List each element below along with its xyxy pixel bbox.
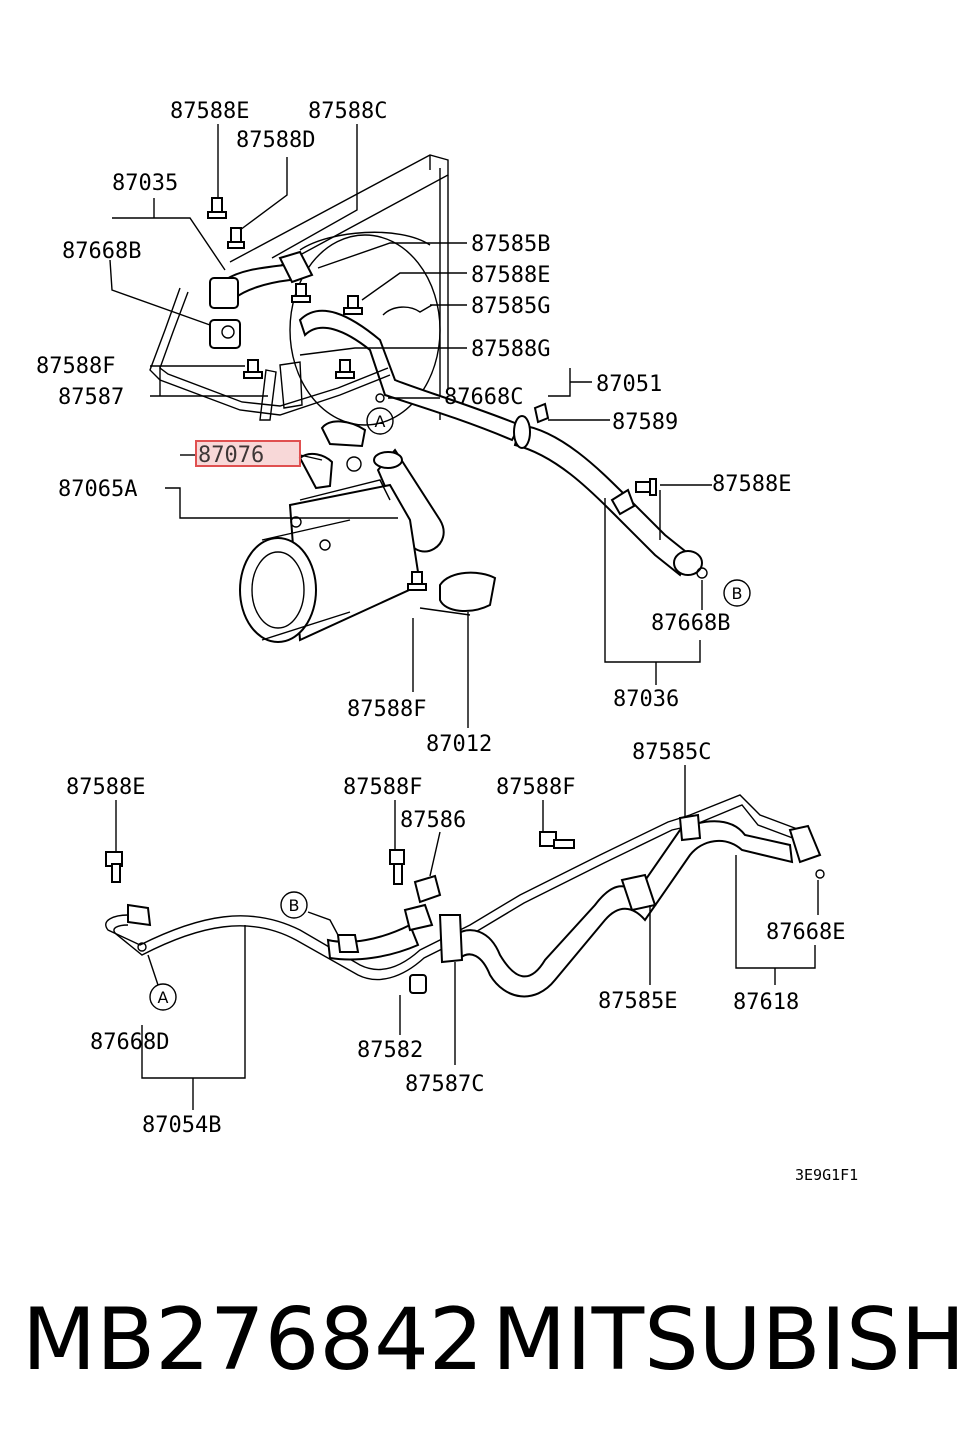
part-label-87668D[interactable]: 87668D: [90, 1030, 169, 1055]
part-label-87587[interactable]: 87587: [58, 385, 124, 410]
part-label-87588F[interactable]: 87588F: [347, 697, 426, 722]
lower-assembly-drawing: [105, 794, 825, 998]
svg-text:B: B: [732, 584, 743, 603]
part-label-87035[interactable]: 87035: [112, 171, 178, 196]
part-label-87036[interactable]: 87036: [613, 687, 679, 712]
part-label-87585B[interactable]: 87585B: [471, 232, 550, 257]
lower-leader-lines: [115, 765, 819, 1110]
marker-b-lower: B: [280, 891, 308, 919]
bolt-icon: [335, 359, 355, 379]
part-label-87588E[interactable]: 87588E: [712, 472, 791, 497]
part-label-87012[interactable]: 87012: [426, 732, 492, 757]
part-label-87588E[interactable]: 87588E: [170, 99, 249, 124]
part-label-87587C[interactable]: 87587C: [405, 1072, 484, 1097]
bolt-icon: [635, 478, 657, 496]
part-label-87582[interactable]: 87582: [357, 1038, 423, 1063]
svg-text:A: A: [158, 988, 169, 1007]
part-label-87589[interactable]: 87589: [612, 410, 678, 435]
upper-assembly-drawing: [149, 154, 708, 643]
part-label-87588F[interactable]: 87588F: [343, 775, 422, 800]
bolt-icon: [389, 849, 405, 885]
part-label-87076[interactable]: 87076: [198, 443, 264, 468]
marker-b-upper: B: [723, 579, 751, 607]
part-label-87668B[interactable]: 87668B: [651, 611, 730, 636]
part-label-87588D[interactable]: 87588D: [236, 128, 315, 153]
part-label-87588F[interactable]: 87588F: [496, 775, 575, 800]
bolt-icon: [291, 283, 311, 303]
part-label-87054B[interactable]: 87054B: [142, 1113, 221, 1138]
part-label-87585G[interactable]: 87585G: [471, 294, 550, 319]
part-label-87668C[interactable]: 87668C: [444, 385, 523, 410]
part-label-87588E[interactable]: 87588E: [471, 263, 550, 288]
marker-a-lower: A: [149, 983, 177, 1011]
part-label-87586[interactable]: 87586: [400, 808, 466, 833]
bolt-icon: [539, 831, 575, 849]
marker-a-upper: A: [366, 407, 394, 435]
part-number: MB276842: [22, 1290, 484, 1390]
upper-leader-lines: [109, 124, 712, 728]
part-label-87585E[interactable]: 87585E: [598, 989, 677, 1014]
part-label-87588G[interactable]: 87588G: [471, 337, 550, 362]
part-label-87585C[interactable]: 87585C: [632, 740, 711, 765]
part-label-87588E[interactable]: 87588E: [66, 775, 145, 800]
bolt-icon: [407, 571, 427, 591]
part-label-87588C[interactable]: 87588C: [308, 99, 387, 124]
compressor-drawing: [239, 479, 422, 643]
part-label-87668E[interactable]: 87668E: [766, 920, 845, 945]
part-label-87618[interactable]: 87618: [733, 990, 799, 1015]
bolt-icon: [343, 295, 363, 315]
drawing-code: 3E9G1F1: [795, 1166, 858, 1184]
nut-icon: [409, 974, 427, 994]
bolt-icon: [207, 197, 227, 219]
part-label-87051[interactable]: 87051: [596, 372, 662, 397]
highlight-box-87076: [195, 440, 301, 467]
part-labels: 87588E 87588C 87588D 87035 87668B 87585B…: [36, 99, 858, 1184]
bolt-icon: [243, 359, 263, 379]
svg-text:B: B: [289, 896, 300, 915]
brand-name: MITSUBISHI: [492, 1290, 960, 1390]
part-label-87668B[interactable]: 87668B: [62, 239, 141, 264]
svg-text:A: A: [375, 412, 386, 431]
footer-caption: MB276842 MITSUBISHI: [22, 1290, 960, 1390]
bolt-icon: [105, 851, 123, 883]
part-label-87588F[interactable]: 87588F: [36, 354, 115, 379]
bolt-icon: [227, 227, 245, 249]
part-label-87065A[interactable]: 87065A: [58, 477, 137, 502]
